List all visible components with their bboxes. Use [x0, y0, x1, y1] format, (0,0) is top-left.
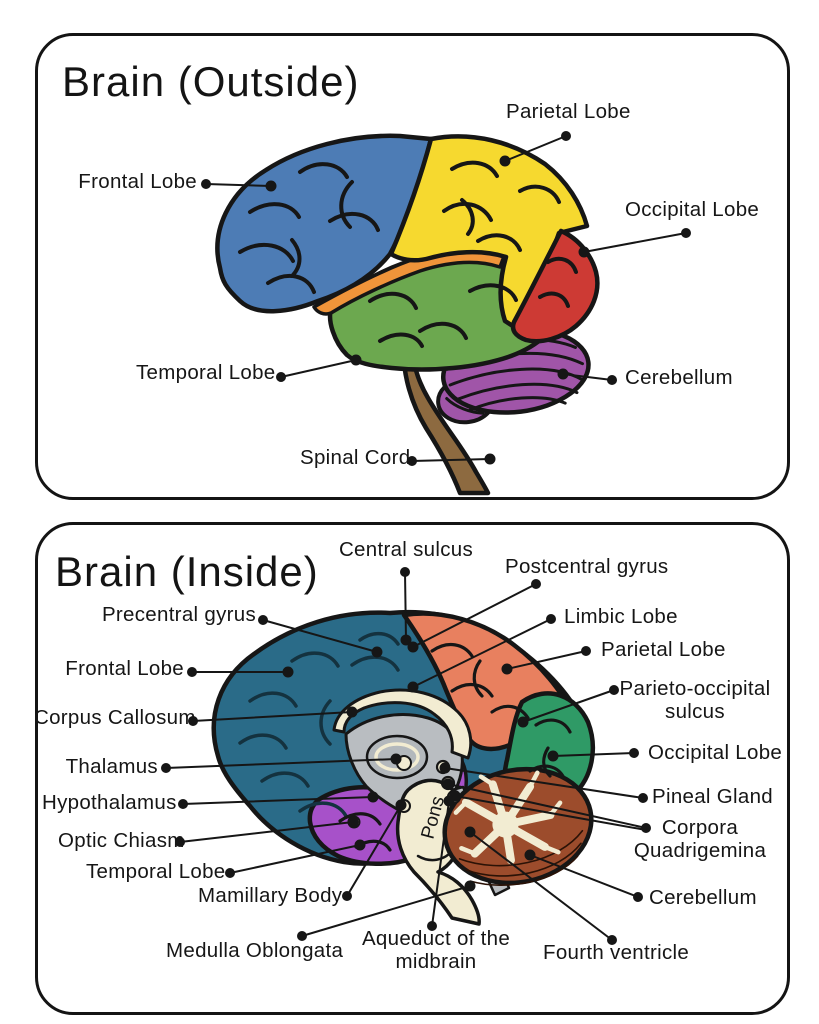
- label-parietal-lobe-outside: Parietal Lobe: [506, 100, 631, 123]
- leader-mamillary-body: [342, 799, 407, 901]
- label-precentral-gyrus: Precentral gyrus: [101, 603, 256, 626]
- label-parieto-occipital-sulcus: Parieto-occipital sulcus: [619, 677, 771, 723]
- leader-corpus-callosum: [188, 706, 358, 726]
- leader-postcentral-gyrus: [407, 579, 541, 653]
- leader-pineal-gland: [439, 762, 648, 803]
- label-central-sulcus: Central sulcus: [338, 538, 474, 561]
- label-corpus-callosum: Corpus Callosum: [34, 706, 196, 729]
- leader-frontal-lobe-inside: [187, 666, 294, 678]
- leader-parietal-lobe-inside: [501, 646, 591, 675]
- label-occipital-lobe-inside: Occipital Lobe: [648, 741, 783, 764]
- leader-hypothalamus: [178, 791, 379, 809]
- cerebellum-inside-region: [442, 766, 594, 886]
- inside-panel-title: Brain (Inside): [55, 548, 319, 595]
- gyri-squiggles-inside: [238, 631, 400, 818]
- label-fourth-ventricle: Fourth ventricle: [543, 941, 690, 964]
- brain-outside-illustration: [201, 131, 691, 496]
- label-cerebellum-inside: Cerebellum: [649, 886, 757, 909]
- leader-limbic-lobe: [407, 614, 556, 693]
- label-mamillary-body: Mamillary Body: [198, 884, 343, 907]
- outside-panel-title: Brain (Outside): [62, 58, 360, 105]
- leader-fourth-ventricle: [464, 826, 617, 945]
- leader-occipital-lobe-inside: [547, 748, 639, 762]
- leader-lines-inside: [161, 567, 651, 945]
- leader-central-sulcus: [400, 567, 412, 646]
- cerebellum-outside-region: [436, 326, 591, 425]
- leader-parietal-lobe: [499, 131, 571, 167]
- leader-aqueduct-of-the-midbrain: [427, 795, 455, 931]
- leader-temporal-lobe-inside: [225, 839, 366, 878]
- leader-lines-outside: [201, 131, 691, 466]
- label-pineal-gland: Pineal Gland: [652, 785, 773, 808]
- leader-medulla-oblongata: [297, 880, 476, 941]
- leader-precentral-gyrus: [258, 615, 383, 658]
- label-aqueduct-of-the-midbrain: Aqueduct of the midbrain: [361, 927, 511, 973]
- leader-frontal-lobe: [201, 179, 277, 192]
- leader-optic-chiasm: [175, 816, 359, 847]
- gyri-squiggles-outside: [238, 160, 578, 348]
- leader-spinal-cord: [407, 453, 496, 466]
- label-corpora-quadrigemina: Corpora Quadrigemina: [633, 816, 767, 862]
- leader-occipital-lobe: [578, 228, 691, 258]
- label-cerebellum-outside: Cerebellum: [625, 366, 733, 389]
- label-occipital-lobe-outside: Occipital Lobe: [625, 198, 760, 221]
- brain-inside-illustration: Pons: [161, 567, 651, 945]
- corpus-callosum-region: [332, 688, 473, 760]
- occipital-lobe-region: [510, 228, 600, 344]
- leader-cerebellum: [557, 368, 617, 385]
- leader-cerebellum-inside: [524, 849, 643, 902]
- label-temporal-lobe-outside: Temporal Lobe: [136, 361, 276, 384]
- label-frontal-lobe-outside: Frontal Lobe: [78, 170, 197, 193]
- label-optic-chiasm: Optic Chiasm: [58, 829, 185, 852]
- label-frontal-lobe-inside: Frontal Lobe: [65, 657, 184, 680]
- label-postcentral-gyrus: Postcentral gyrus: [505, 555, 669, 578]
- label-limbic-lobe: Limbic Lobe: [564, 605, 678, 628]
- leader-parieto-occipital-sulcus: [517, 685, 619, 728]
- label-parietal-lobe-inside: Parietal Lobe: [601, 638, 726, 661]
- leader-temporal-lobe: [276, 354, 362, 382]
- label-thalamus: Thalamus: [65, 755, 158, 778]
- label-medulla-oblongata: Medulla Oblongata: [166, 939, 344, 962]
- leader-thalamus: [161, 753, 402, 773]
- label-spinal-cord: Spinal Cord: [300, 446, 411, 469]
- label-temporal-lobe-inside: Temporal Lobe: [86, 860, 226, 883]
- label-hypothalamus: Hypothalamus: [42, 791, 177, 814]
